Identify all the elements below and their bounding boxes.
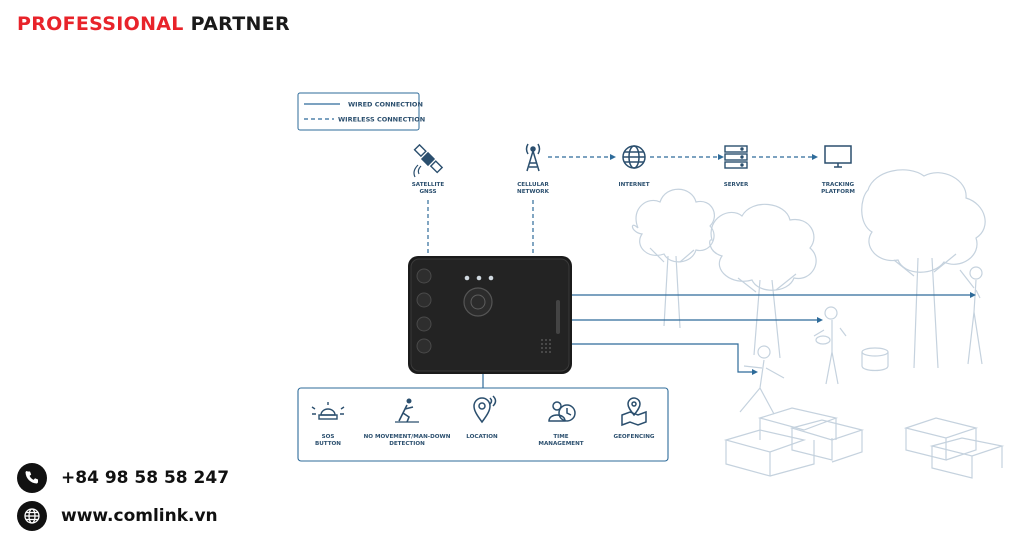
monitor-icon (824, 145, 852, 168)
device-led-3 (488, 275, 494, 281)
top-node-labels: SATELLITE GNSS CELLULAR NETWORK INTERNET… (412, 182, 856, 195)
worker-with-basket (813, 306, 847, 385)
time-label-2: MANAGEMENT (538, 441, 583, 447)
features-panel (297, 387, 669, 462)
wireless-links (427, 156, 812, 258)
link-device-worker-3 (568, 343, 753, 373)
title-dark-part: PARTNER (190, 13, 290, 35)
crate-group-right (903, 417, 1005, 479)
worker-running (739, 345, 785, 415)
platform-label-1: TRACKING (822, 182, 855, 188)
globe-web-icon (17, 501, 47, 531)
man-down-label-2: DETECTION (389, 441, 425, 447)
tree-middle (709, 203, 817, 359)
feature-labels: SOS BUTTON NO MOVEMENT/MAN-DOWN DETECTIO… (315, 434, 655, 447)
arrowheads (610, 154, 976, 375)
internet-label: INTERNET (618, 182, 649, 188)
legend-wired-label: WIRED CONNECTION (348, 101, 423, 109)
orchard-illustration (631, 169, 1005, 479)
satellite-label-1: SATELLITE (412, 182, 445, 188)
time-label-1: TIME (553, 434, 568, 440)
device-speaker-grille (541, 339, 551, 353)
cellular-label-2: NETWORK (517, 189, 550, 195)
device-sos-button (463, 287, 493, 317)
page-title: PROFESSIONAL PARTNER (17, 13, 290, 35)
wired-links (482, 294, 971, 388)
platform-label-2: PLATFORM (821, 189, 855, 195)
location-pin-icon (473, 395, 497, 424)
sos-alarm-icon (311, 402, 345, 420)
server-label: SERVER (724, 182, 749, 188)
website-contact[interactable]: www.comlink.vn (17, 501, 218, 531)
server-icon (724, 145, 748, 169)
tree-right (861, 169, 986, 369)
phone-icon (17, 463, 47, 493)
device-side-button-4 (416, 338, 432, 354)
website-url[interactable]: www.comlink.vn (61, 506, 218, 526)
time-management-icon (548, 401, 576, 422)
tree-left (631, 188, 715, 329)
legend: WIRED CONNECTION WIRELESS CONNECTION (297, 92, 425, 131)
satellite-label-2: GNSS (419, 189, 436, 195)
worker-climbing (959, 266, 983, 365)
cell-tower-icon (525, 143, 541, 172)
geofencing-icon (621, 397, 647, 427)
man-down-icon (395, 398, 419, 423)
tracker-device (408, 256, 572, 374)
title-red-part: PROFESSIONAL (17, 13, 184, 35)
sos-label-1: SOS (322, 434, 335, 440)
device-side-slot (556, 300, 560, 334)
legend-wireless-label: WIRELESS CONNECTION (338, 116, 425, 124)
cellular-label-1: CELLULAR (517, 182, 549, 188)
device-sos-inner (470, 294, 486, 310)
bucket (861, 347, 889, 372)
device-side-button-2 (416, 292, 432, 308)
satellite-icon (413, 143, 444, 178)
globe-icon (622, 145, 646, 169)
device-side-button-1 (416, 268, 432, 284)
device-led-2 (476, 275, 482, 281)
man-down-label-1: NO MOVEMENT/MAN-DOWN (364, 434, 451, 440)
sos-label-2: BUTTON (315, 441, 341, 447)
phone-contact[interactable]: +84 98 58 58 247 (17, 463, 229, 493)
crate-group-left (723, 407, 865, 477)
geofencing-label: GEOFENCING (614, 434, 655, 440)
device-side-button-3 (416, 316, 432, 332)
location-label: LOCATION (466, 434, 498, 440)
device-led-1 (464, 275, 470, 281)
phone-number[interactable]: +84 98 58 58 247 (61, 468, 230, 488)
